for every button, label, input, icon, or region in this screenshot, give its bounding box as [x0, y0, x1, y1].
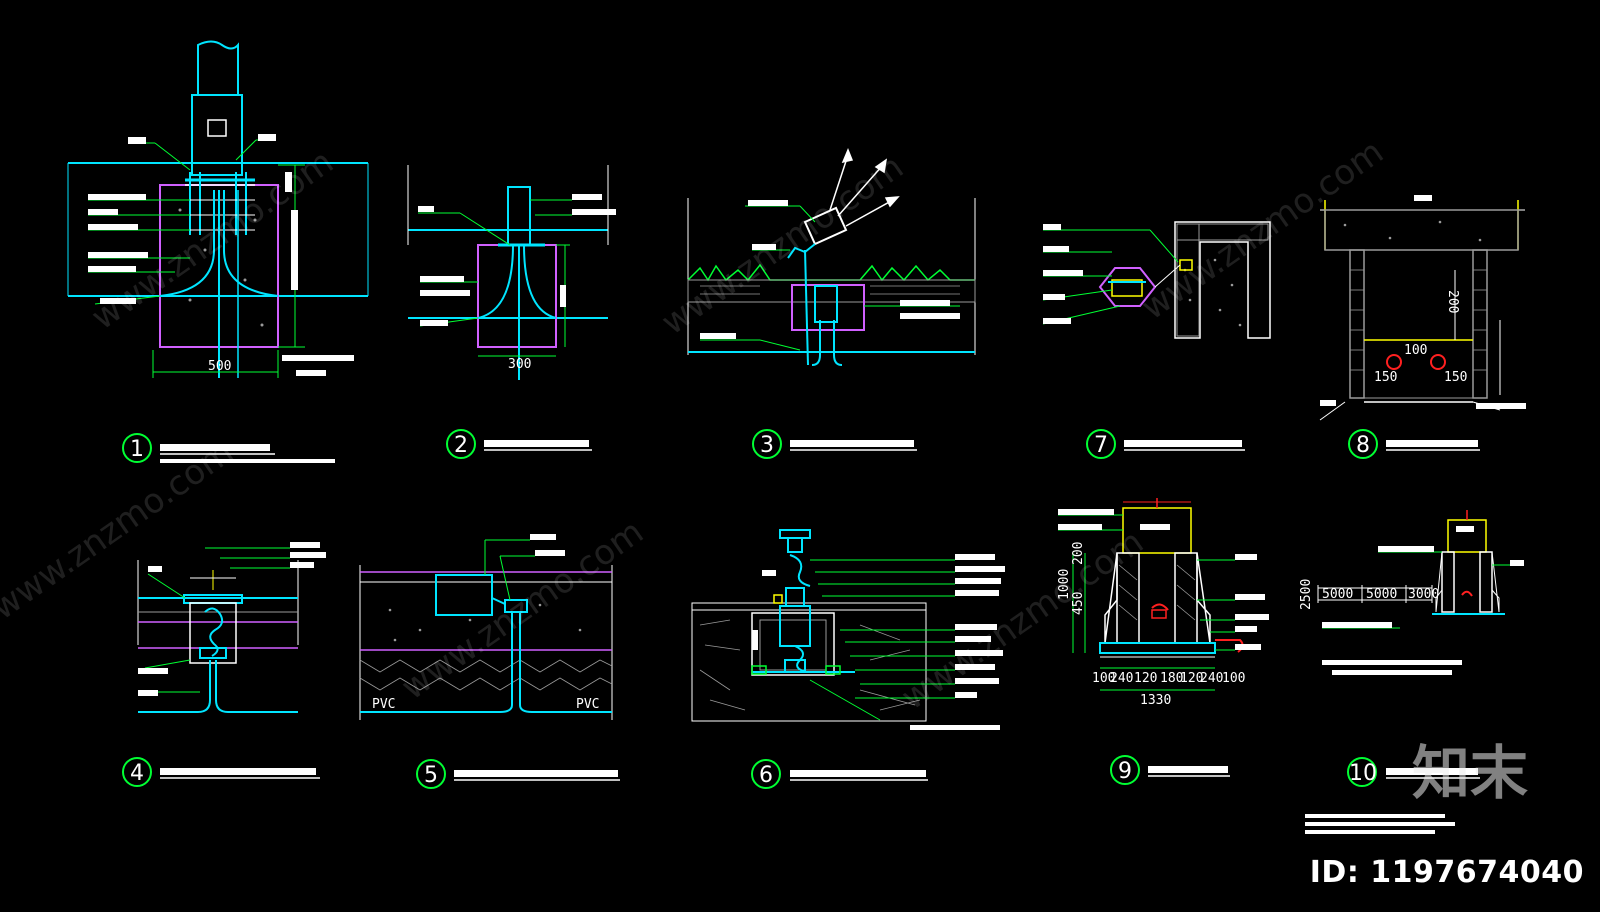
- notes-block: [1305, 814, 1455, 834]
- detail-number-9: 9: [1118, 759, 1132, 784]
- detail-label-3: 3: [752, 429, 917, 459]
- detail-number-6: 6: [759, 763, 773, 788]
- detail-10-seg-3: 3000: [1408, 587, 1439, 602]
- detail-label-8: 8: [1348, 429, 1480, 459]
- detail-5-drawing: PVC PVC: [359, 534, 613, 720]
- detail-10-drawing: 5000 5000 3000 2500: [1299, 510, 1524, 675]
- detail-9-seg-2: 240: [1110, 671, 1133, 686]
- detail-number-7: 7: [1094, 433, 1108, 458]
- detail-3-drawing: [687, 148, 976, 366]
- detail-9-side-c: 450: [1071, 592, 1086, 615]
- detail-label-4: 4: [122, 757, 320, 787]
- detail-label-6: 6: [751, 759, 928, 789]
- detail-8-left-dim: 150: [1374, 370, 1397, 385]
- detail-number-5: 5: [424, 763, 438, 788]
- detail-10-seg-2: 5000: [1366, 587, 1397, 602]
- detail-9-side-a: 1000: [1057, 569, 1072, 600]
- detail-label-7: 7: [1086, 429, 1245, 459]
- detail-9-seg-1: 100: [1092, 671, 1115, 686]
- detail-9-drawing: 1330 100 240 120 180 120 240 100 1000 20…: [1057, 498, 1269, 708]
- detail-5-right-label: PVC: [576, 697, 599, 712]
- detail-9-seg-4: 180: [1160, 671, 1183, 686]
- detail-8-side-dim: 200: [1445, 290, 1460, 313]
- detail-8-top-dim: 100: [1404, 343, 1427, 358]
- image-id-label: ID: 1197674040: [1309, 855, 1584, 890]
- detail-5-left-label: PVC: [372, 697, 395, 712]
- detail-7-drawing: [1042, 221, 1271, 339]
- detail-label-9: 9: [1110, 755, 1230, 785]
- detail-10-side-dim: 2500: [1299, 579, 1314, 610]
- detail-8-drawing: 100 150 150 200: [1319, 195, 1526, 421]
- detail-label-5: 5: [416, 759, 620, 789]
- detail-4-drawing: [137, 542, 326, 713]
- detail-label-2: 2: [446, 429, 592, 459]
- detail-2-drawing: 300: [407, 165, 616, 380]
- detail-9-side-b: 200: [1071, 542, 1086, 565]
- detail-9-seg-6: 240: [1200, 671, 1223, 686]
- detail-1-drawing: 500: [67, 40, 369, 378]
- detail-2-width-dim: 300: [508, 357, 531, 372]
- detail-number-10: 10: [1349, 761, 1377, 786]
- detail-number-8: 8: [1356, 433, 1370, 458]
- detail-6-drawing: [691, 529, 1005, 730]
- watermark-brand-logo: 知末: [1411, 739, 1528, 807]
- detail-number-3: 3: [760, 433, 774, 458]
- detail-1-width-dim: 500: [208, 359, 231, 374]
- detail-9-seg-3: 120: [1134, 671, 1157, 686]
- detail-10-seg-1: 5000: [1322, 587, 1353, 602]
- detail-label-10: 10: [1347, 757, 1480, 787]
- detail-9-seg-7: 100: [1222, 671, 1245, 686]
- detail-number-1: 1: [130, 437, 144, 462]
- detail-label-1: 1: [122, 433, 335, 463]
- detail-number-2: 2: [454, 433, 468, 458]
- detail-9-bottom-dim: 1330: [1140, 693, 1171, 708]
- detail-9-seg-5: 120: [1180, 671, 1203, 686]
- detail-number-4: 4: [130, 761, 144, 786]
- detail-8-right-dim: 150: [1444, 370, 1467, 385]
